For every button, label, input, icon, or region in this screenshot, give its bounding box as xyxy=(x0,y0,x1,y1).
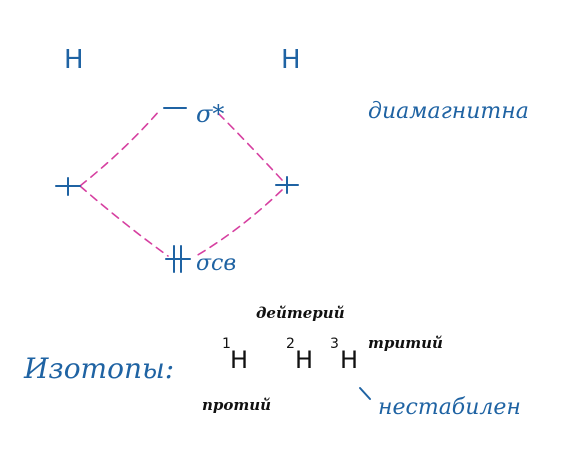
isotope-2-mass: 2 xyxy=(286,336,295,352)
isotope-3-mass: 3 xyxy=(330,336,339,352)
bonding-label: σсв xyxy=(196,251,236,276)
diamagnetic-note: диамагнитна xyxy=(368,99,529,124)
isotope-2-name: дейтерий xyxy=(256,304,345,322)
atom-label-right: H xyxy=(281,45,301,75)
isotope-1-symbol: H xyxy=(230,346,248,374)
dash-left-to-antibonding xyxy=(79,109,161,187)
atom-label-left: H xyxy=(64,45,84,75)
isotope-2-symbol: H xyxy=(295,346,313,374)
dash-right-to-antibonding xyxy=(214,109,283,181)
atomic-orbital-left xyxy=(55,177,81,196)
atomic-orbital-right xyxy=(275,176,299,194)
bonding-level xyxy=(165,245,191,273)
isotope-3-symbol: H xyxy=(340,346,358,374)
antibonding-label: σ* xyxy=(196,100,224,128)
tritium-note-tick xyxy=(359,387,371,400)
isotope-1-name: протий xyxy=(202,396,271,414)
isotope-1-mass: 1 xyxy=(222,336,231,352)
isotope-3-name: тритий xyxy=(368,334,443,352)
tritium-unstable-note: нестабилен xyxy=(378,395,521,420)
mo-correlation-lines xyxy=(79,109,283,257)
isotopes-heading: Изотопы: xyxy=(23,352,174,385)
dash-left-to-bonding xyxy=(79,185,169,257)
dash-right-to-bonding xyxy=(195,189,283,257)
